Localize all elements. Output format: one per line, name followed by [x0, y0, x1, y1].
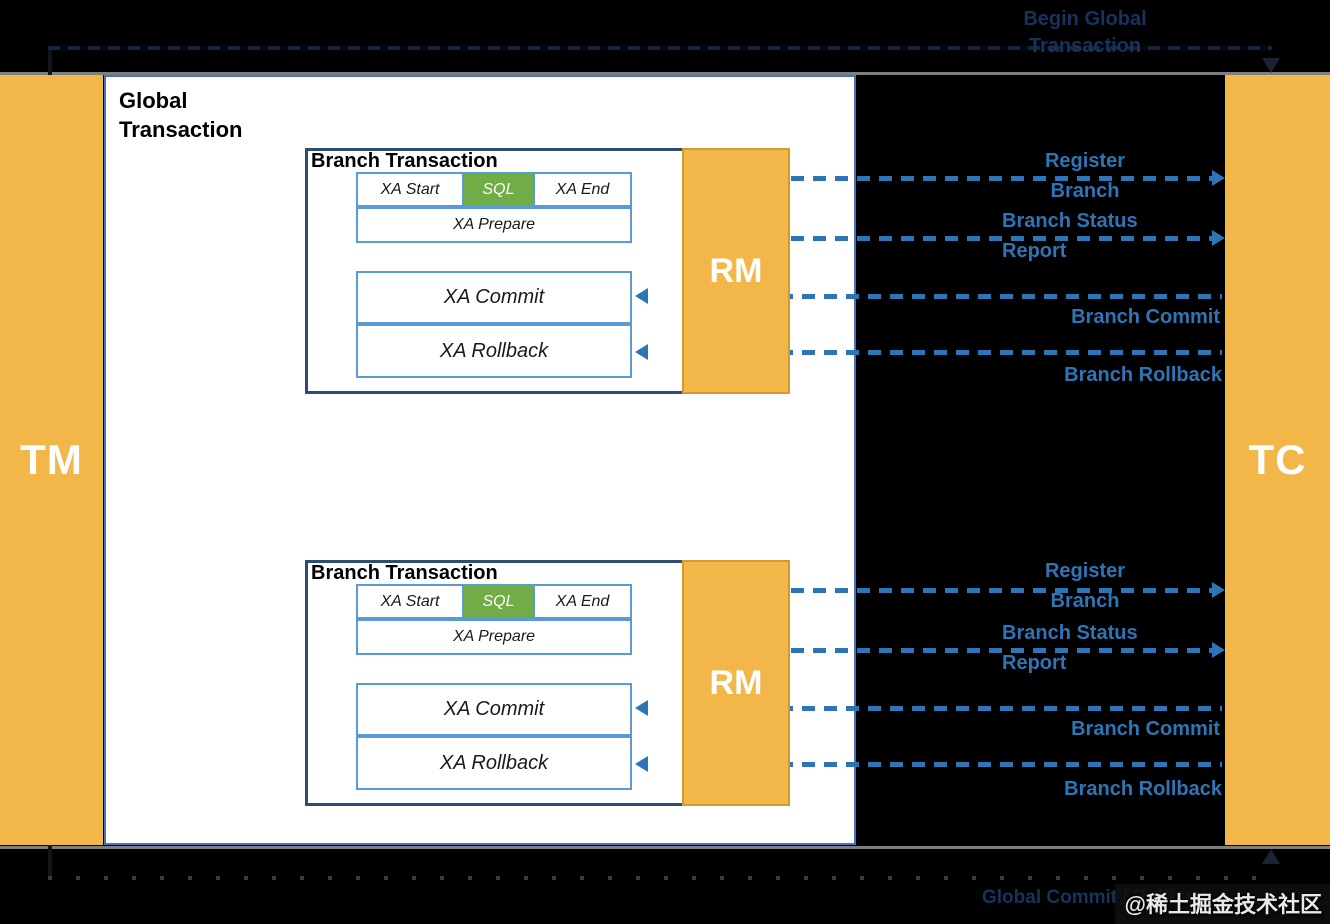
branch-status-label: Branch Status Report — [1002, 210, 1138, 262]
branch-status-arrowhead-icon — [1212, 230, 1225, 246]
xa-prepare-box: XA Prepare — [356, 619, 632, 655]
xa-rollback-box: XA Rollback — [356, 736, 632, 790]
tc-box: TC — [1225, 75, 1330, 845]
register-branch-line — [637, 588, 1215, 593]
rm-box: RM — [682, 560, 790, 806]
branch-rollback-arrowhead-icon — [635, 344, 648, 360]
top-frame-line — [0, 72, 1330, 75]
branch-commit-label: Branch Commit — [1071, 718, 1220, 740]
xa-start-box: XA Start — [380, 592, 440, 610]
commit-flow-line-vertical — [48, 845, 52, 878]
register-branch-arrowhead-icon — [1212, 582, 1225, 598]
commit-flow-line-horizontal — [48, 876, 1272, 880]
xa-prepare-box: XA Prepare — [356, 207, 632, 243]
juejin-watermark: @稀土掘金技术社区 — [1114, 884, 1330, 924]
rm-label: RM — [709, 251, 763, 290]
branch-commit-line — [648, 294, 1222, 299]
sql-box: SQL — [462, 174, 535, 205]
global-transaction-title: Global Transaction — [119, 88, 243, 142]
rm-box: RM — [682, 148, 790, 394]
branch-transaction-title: Branch Transaction — [311, 150, 498, 172]
begin-flow-arrowhead-icon — [1262, 58, 1280, 73]
xa-start-box: XA Start — [380, 180, 440, 198]
xa-rollback-box: XA Rollback — [356, 324, 632, 378]
xa-commit-box: XA Commit — [356, 271, 632, 324]
register-branch-label: Register Branch — [1044, 150, 1126, 202]
branch-rollback-line — [648, 762, 1222, 767]
xa-commit-box: XA Commit — [356, 683, 632, 736]
branch-commit-arrowhead-icon — [635, 288, 648, 304]
xa-end-box: XA End — [555, 180, 610, 198]
branch-commit-arrowhead-icon — [635, 700, 648, 716]
branch-rollback-arrowhead-icon — [635, 756, 648, 772]
branch-transaction-title: Branch Transaction — [311, 562, 498, 584]
xa-start-sql-end-row: XA Start SQL XA End — [356, 172, 632, 207]
tm-box: TM — [0, 75, 103, 845]
branch-status-label: Branch Status Report — [1002, 622, 1138, 674]
tm-label: TM — [20, 436, 83, 483]
commit-flow-arrowhead-icon — [1262, 849, 1280, 864]
branch-status-line — [637, 236, 1215, 241]
sql-box: SQL — [462, 586, 535, 617]
rm-label: RM — [709, 663, 763, 702]
branch-commit-label: Branch Commit — [1071, 306, 1220, 328]
register-branch-label: Register Branch — [1044, 560, 1126, 612]
branch-status-line — [637, 648, 1215, 653]
begin-flow-line-vertical — [48, 46, 52, 75]
tc-label: TC — [1248, 436, 1307, 483]
branch-status-arrowhead-icon — [1212, 642, 1225, 658]
branch-rollback-line — [648, 350, 1222, 355]
xa-end-box: XA End — [555, 592, 610, 610]
register-branch-line — [637, 176, 1215, 181]
begin-global-transaction-label: Begin Global Transaction — [1023, 8, 1147, 57]
branch-commit-line — [648, 706, 1222, 711]
register-branch-arrowhead-icon — [1212, 170, 1225, 186]
branch-rollback-label: Branch Rollback — [1064, 778, 1222, 800]
branch-rollback-label: Branch Rollback — [1064, 364, 1222, 386]
begin-flow-line-horizontal — [48, 46, 1272, 50]
bottom-frame-line — [0, 846, 1330, 849]
xa-start-sql-end-row: XA Start SQL XA End — [356, 584, 632, 619]
